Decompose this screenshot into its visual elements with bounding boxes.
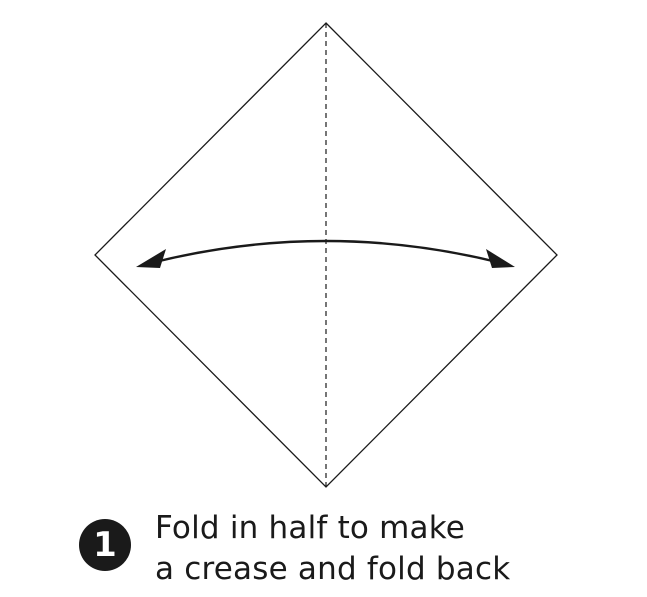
paper-square	[94, 22, 558, 488]
arrow-head-right-icon	[486, 249, 515, 268]
instruction-line-2: a crease and fold back	[155, 551, 511, 587]
step-instruction: Fold in half to make a crease and fold b…	[155, 508, 625, 590]
origami-diagram	[94, 22, 558, 488]
arrow-head-left-icon	[136, 249, 166, 268]
instruction-line-1: Fold in half to make	[155, 510, 466, 546]
fold-arrow	[154, 239, 498, 264]
step-number-badge: 1	[79, 519, 131, 571]
